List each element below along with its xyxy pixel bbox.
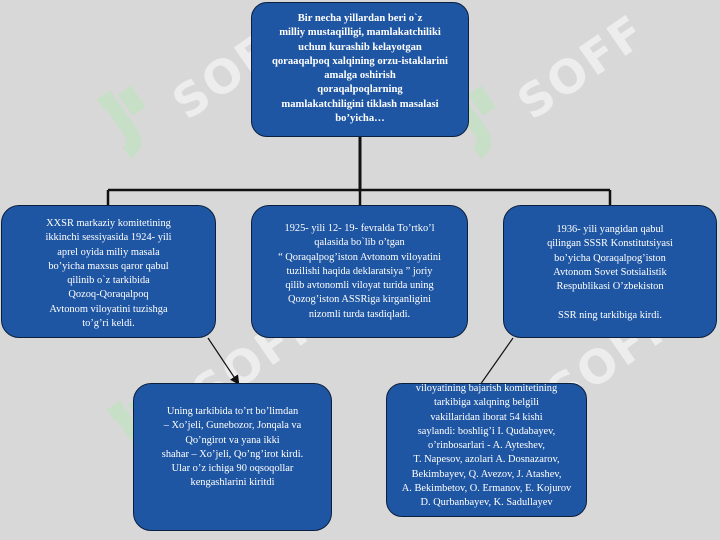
connector-arrow-right	[479, 337, 514, 386]
xxsr-decision-box: XXSR markaziy komitetining ikkinchi sess…	[1, 205, 216, 338]
composition-box: Uning tarkibida to’rt bo’limdan – Xo’jel…	[133, 383, 332, 531]
constitution-1936-text: 1936- yili yangidan qabul qilingan SSSR …	[547, 224, 673, 321]
executive-committee-box: viloyatining bajarish komitetining tarki…	[386, 383, 587, 517]
main-topic-box: Bir necha yillardan beri o`z milliy must…	[251, 2, 469, 137]
composition-text: Uning tarkibida to’rt bo’limdan – Xo’jel…	[161, 406, 304, 489]
executive-committee-text: viloyatining bajarish komitetining tarki…	[401, 383, 572, 509]
soff-logo-icon	[96, 85, 146, 159]
declaration-1925-box: 1925- yili 12- 19- fevralda To’rtko’l qa…	[251, 205, 468, 338]
constitution-1936-box: 1936- yili yangidan qabul qilingan SSSR …	[503, 205, 717, 338]
xxsr-decision-text: XXSR markaziy komitetining ikkinchi sess…	[45, 218, 172, 330]
declaration-1925-text: 1925- yili 12- 19- fevralda To’rtko’l qa…	[278, 223, 441, 320]
main-topic-text: Bir necha yillardan beri o`z milliy must…	[271, 13, 448, 125]
connector-arrow-left	[207, 337, 240, 385]
